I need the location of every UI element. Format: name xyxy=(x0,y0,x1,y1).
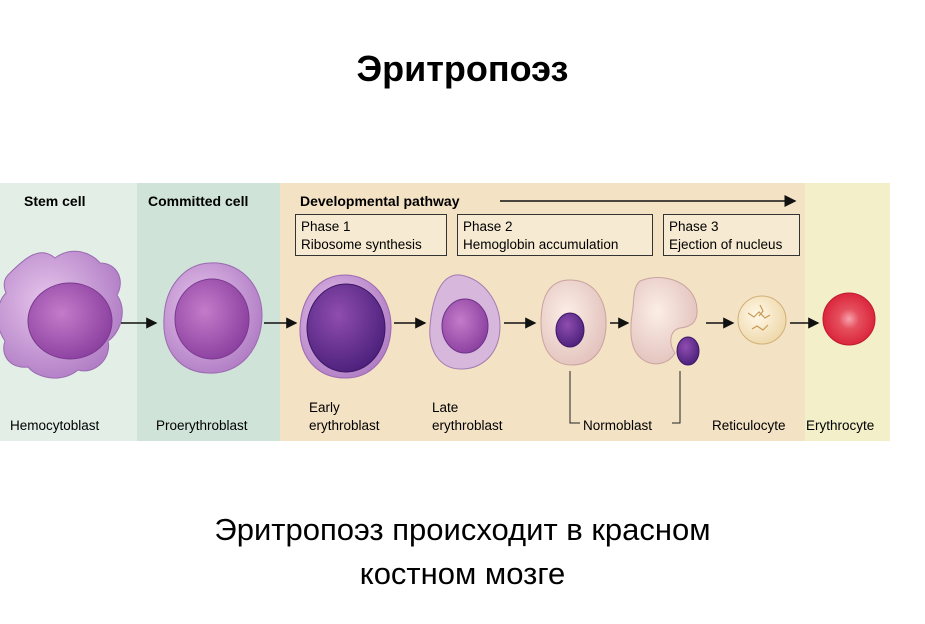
normoblast-cell xyxy=(540,279,607,366)
stem-cell-header: Stem cell xyxy=(24,193,86,209)
developmental-pathway-header: Developmental pathway xyxy=(300,193,460,209)
slide-caption: Эритропоэз происходит в красном костном … xyxy=(0,508,925,596)
label-late-erythroblast: Late erythroblast xyxy=(432,399,503,435)
label-late-line1: Late xyxy=(432,400,459,415)
reticulocyte-cell xyxy=(737,295,787,345)
label-early-line1: Early xyxy=(309,400,340,415)
erythropoiesis-diagram: Stem cell Committed cell Developmental p… xyxy=(0,183,890,441)
committed-cell-header: Committed cell xyxy=(148,193,249,209)
normoblast-ejecting-cell xyxy=(630,277,700,366)
phase-2-desc: Hemoglobin accumulation xyxy=(463,237,619,252)
phase-1-box: Phase 1 Ribosome synthesis xyxy=(295,214,447,256)
label-late-line2: erythroblast xyxy=(432,418,503,433)
phase-1-name: Phase 1 xyxy=(301,219,351,234)
normoblast-bracket xyxy=(569,371,681,424)
caption-line-2: костном мозге xyxy=(359,556,566,591)
label-reticulocyte: Reticulocyte xyxy=(712,418,786,433)
label-early-erythroblast: Early erythroblast xyxy=(309,399,380,435)
phase-3-desc: Ejection of nucleus xyxy=(669,237,783,252)
hemocytoblast-cell xyxy=(0,250,123,379)
phase-1-desc: Ribosome synthesis xyxy=(301,237,422,252)
label-proerythroblast: Proerythroblast xyxy=(156,418,248,433)
phase-3-name: Phase 3 xyxy=(669,219,719,234)
label-erythrocyte: Erythrocyte xyxy=(806,418,875,433)
label-early-line2: erythroblast xyxy=(309,418,380,433)
cell-illustrations xyxy=(0,195,876,424)
erythrocyte-cell xyxy=(822,292,876,346)
late-erythroblast-cell xyxy=(429,274,501,370)
proerythroblast-cell xyxy=(163,262,263,374)
phase-2-box: Phase 2 Hemoglobin accumulation xyxy=(457,214,653,256)
label-hemocytoblast: Hemocytoblast xyxy=(10,418,100,433)
caption-line-1: Эритропоэз происходит в красном xyxy=(214,512,711,547)
phase-3-box: Phase 3 Ejection of nucleus xyxy=(663,214,800,256)
phase-2-name: Phase 2 xyxy=(463,219,513,234)
early-erythroblast-cell xyxy=(299,274,392,379)
slide-title: Эритропоэз xyxy=(356,48,569,89)
label-normoblast: Normoblast xyxy=(583,418,653,433)
